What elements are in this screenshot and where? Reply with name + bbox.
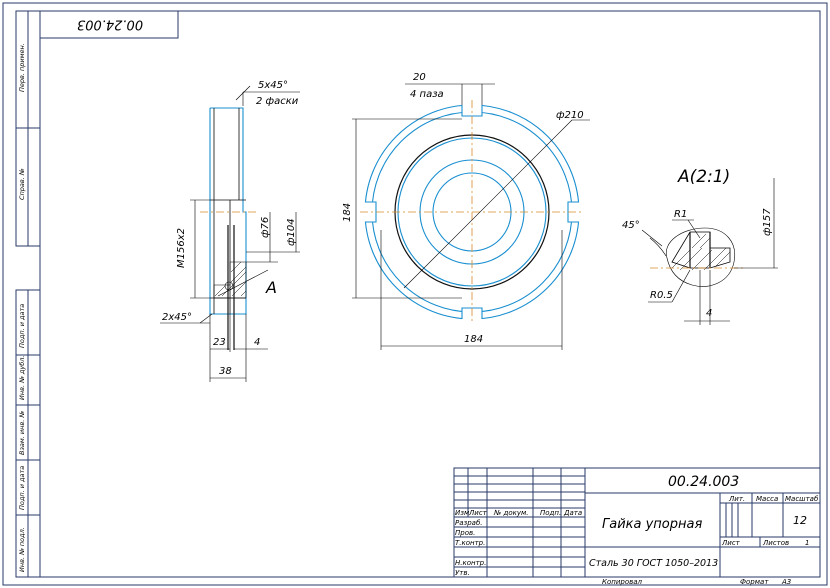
title-block: Изм Лист № докум. Подп. Дата Разраб. Про… bbox=[453, 467, 821, 586]
tb-header-doc: № докум. bbox=[493, 509, 529, 517]
dim-chamfer-top: 5x45° bbox=[258, 80, 288, 91]
drawing-number: 00.24.003 bbox=[668, 474, 739, 490]
tb-sheets-label: Листов bbox=[762, 539, 789, 547]
tb-row-utv: Утв. bbox=[455, 569, 470, 577]
detail-title: А(2:1) bbox=[677, 167, 730, 187]
section-mark-a: А bbox=[265, 278, 277, 297]
dim-184-vertical: 184 bbox=[342, 203, 353, 222]
format-label: Формат bbox=[740, 578, 769, 586]
tb-row-tkontr: Т.контр. bbox=[455, 539, 485, 547]
tb-header-list: Лист bbox=[468, 509, 488, 517]
dim-4-detail: 4 bbox=[706, 308, 712, 319]
tb-mass-label: Масса bbox=[756, 495, 778, 503]
dim-slot-width: 20 bbox=[413, 72, 426, 83]
dim-chamfer-bottom: 2х45° bbox=[162, 312, 192, 323]
dim-angle-45: 45° bbox=[622, 220, 640, 231]
dim-184-horizontal: 184 bbox=[464, 334, 483, 345]
dim-d210: ф210 bbox=[556, 110, 584, 121]
dim-r1: R1 bbox=[674, 209, 687, 220]
dim-chamfer-note: 2 фаски bbox=[256, 96, 299, 107]
side-view: 5x45° 2 фаски ф76 ф104 М156х2 А 2х45° 23… bbox=[160, 80, 300, 382]
tb-sheet-label: Лист bbox=[721, 539, 741, 547]
tb-row-razrab: Разраб. bbox=[455, 519, 483, 527]
material: Сталь 30 ГОСТ 1050–2013 bbox=[589, 558, 718, 569]
stamp-inv-dubl: Инв. № дубл. bbox=[18, 356, 26, 400]
tb-row-nkontr: Н.контр. bbox=[455, 559, 486, 567]
dim-23: 23 bbox=[213, 337, 226, 348]
tb-lit-label: Лит. bbox=[728, 495, 745, 503]
dim-d76: ф76 bbox=[260, 217, 271, 238]
tb-header-podp: Подп. bbox=[540, 509, 561, 517]
top-number-box: 00.24.003 bbox=[39, 10, 179, 39]
tb-sheets-value: 1 bbox=[805, 539, 809, 547]
part-name: Гайка упорная bbox=[602, 517, 702, 532]
stamp-perv-primen: Перв. примен. bbox=[18, 43, 26, 92]
dim-4-left: 4 bbox=[254, 337, 260, 348]
tb-scale-value: 12 bbox=[793, 514, 807, 527]
dim-38: 38 bbox=[219, 366, 232, 377]
tb-header-data: Дата bbox=[563, 509, 582, 517]
dim-thread: М156х2 bbox=[176, 228, 187, 268]
stamp-sprav-no: Справ. № bbox=[18, 168, 26, 200]
dim-d104: ф104 bbox=[286, 218, 297, 246]
tb-header-izm: Изм bbox=[455, 509, 470, 517]
tb-row-prov: Пров. bbox=[455, 529, 475, 537]
dim-slot-count: 4 паза bbox=[410, 89, 444, 100]
stamp-podp-data-1: Подп. и дата bbox=[18, 304, 26, 348]
front-view: 20 4 паза ф210 184 184 bbox=[342, 72, 590, 350]
stamp-inv-podl: Инв. № подл. bbox=[18, 527, 26, 572]
tb-scale-label: Масштаб bbox=[785, 495, 819, 503]
dim-r05: R0.5 bbox=[650, 290, 673, 301]
stamp-podp-data-2: Подп. и дата bbox=[18, 466, 26, 510]
copied-label: Копировал bbox=[602, 578, 643, 586]
side-stamp: Перв. примен. Справ. № Подп. и дата Инв.… bbox=[15, 10, 41, 578]
dim-d157: ф157 bbox=[762, 208, 773, 236]
top-number-text: 00.24.003 bbox=[77, 17, 143, 32]
format-value: А3 bbox=[781, 578, 791, 586]
detail-a: А(2:1) 45° R1 R0.5 ф157 4 bbox=[622, 167, 778, 325]
stamp-vzam-inv: Взам. инв. № bbox=[18, 411, 26, 455]
